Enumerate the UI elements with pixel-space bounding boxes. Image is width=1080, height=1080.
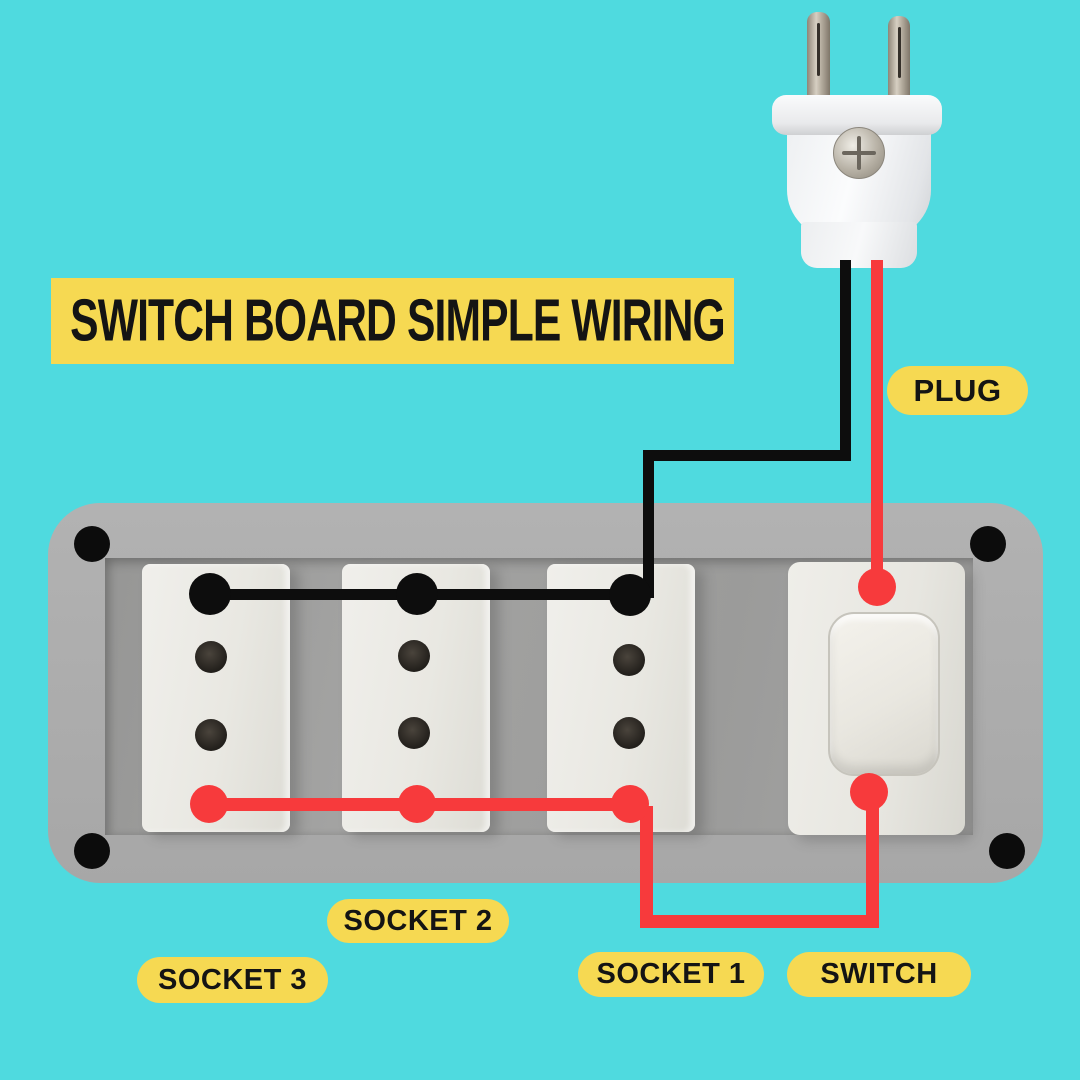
- label-plug: PLUG: [887, 366, 1028, 415]
- plug-pin-slit: [817, 23, 821, 77]
- terminal-dot-switch-top: [858, 568, 896, 606]
- red-wire-up-to-switch: [866, 794, 879, 928]
- label-socket-1: SOCKET 1: [578, 952, 764, 997]
- red-wire-bottom-run: [640, 915, 879, 928]
- black-wire-drop-to-socket1: [643, 450, 654, 598]
- label-switch: SWITCH: [787, 952, 971, 997]
- socket-3-hole: [195, 641, 227, 673]
- board-screw-top-left-icon: [74, 526, 110, 562]
- terminal-dot-socket3-bottom: [190, 785, 228, 823]
- switch-rocker: [828, 612, 940, 776]
- terminal-dot-switch-bottom: [850, 773, 888, 811]
- terminal-dot-socket3-top: [189, 573, 231, 615]
- plug-neck: [801, 222, 917, 268]
- label-socket-3-text: SOCKET 3: [157, 963, 308, 996]
- label-socket-2: SOCKET 2: [327, 899, 509, 943]
- red-wire-socket1-drop: [640, 806, 653, 928]
- plug-pin-left-icon: [807, 12, 830, 104]
- socket-1-hole: [613, 717, 645, 749]
- socket-2-hole: [398, 640, 430, 672]
- board-screw-bottom-right-icon: [989, 833, 1025, 869]
- board-screw-bottom-left-icon: [74, 833, 110, 869]
- board-screw-top-right-icon: [970, 526, 1006, 562]
- terminal-dot-socket1-bottom: [611, 785, 649, 823]
- title-banner: SWITCH BOARD SIMPLE WIRING: [51, 278, 734, 364]
- socket-2-hole: [398, 717, 430, 749]
- terminal-dot-socket1-top: [609, 574, 651, 616]
- label-switch-text: SWITCH: [820, 958, 938, 990]
- label-socket-1-text: SOCKET 1: [596, 958, 746, 990]
- title-text: SWITCH BOARD SIMPLE WIRING: [70, 287, 726, 354]
- red-wire-plug-to-switch: [871, 260, 883, 590]
- plug-pin-slit: [897, 26, 901, 78]
- terminal-dot-socket2-top: [396, 573, 438, 615]
- label-plug-text: PLUG: [913, 372, 1002, 408]
- socket-1-hole: [613, 644, 645, 676]
- terminal-dot-socket2-bottom: [398, 785, 436, 823]
- plug-screw-icon: [833, 127, 885, 179]
- black-wire-horizontal-upper: [643, 450, 851, 461]
- black-wire-from-plug: [840, 260, 851, 461]
- plug-pin-right-icon: [888, 16, 910, 104]
- label-socket-3: SOCKET 3: [137, 957, 328, 1003]
- label-socket-2-text: SOCKET 2: [343, 904, 493, 937]
- socket-3-hole: [195, 719, 227, 751]
